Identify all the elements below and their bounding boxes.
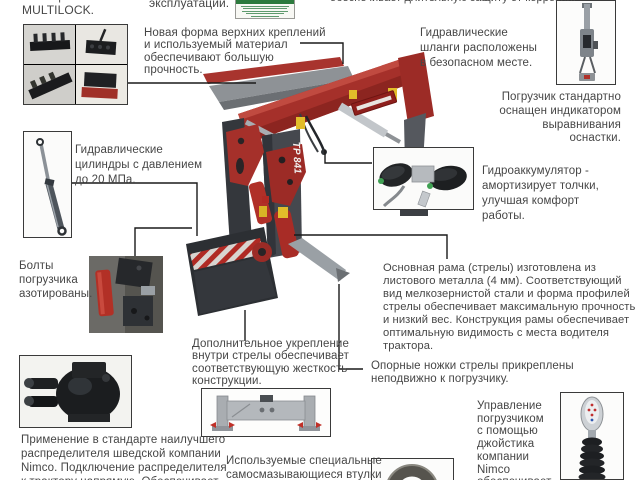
- callout-line-accumulator: [324, 150, 372, 164]
- certificate-sticker: [235, 0, 295, 19]
- certificate-sticker-header: [236, 0, 294, 4]
- annotation-indicator: Погрузчик стандартно оснащен индикатором…: [499, 91, 621, 145]
- annotation-multilock: помощью MULTILOCK.: [22, 0, 95, 17]
- callout-lines: [72, 42, 448, 370]
- photo-hydraulic-cylinder: [23, 131, 72, 238]
- photo-nitrided-bolts: [89, 256, 163, 333]
- callout-line-main-frame: [294, 234, 448, 259]
- annotation-hoses: Гидравлические шланги расположены в безо…: [420, 27, 538, 69]
- photo-nimco-distributor: [19, 355, 132, 428]
- callout-line-bolts: [134, 227, 192, 256]
- annotation-cylinders: Гидравлические цилиндры с давлением до 2…: [75, 144, 203, 186]
- photo-bushing: [371, 458, 454, 480]
- brand-sticker: [350, 90, 398, 116]
- annotation-main-frame: Основная рама (стрелы) изготовлена из ли…: [383, 262, 636, 352]
- photo-hydro-accumulator: [373, 147, 474, 210]
- loader-photo: TP 841: [186, 52, 434, 316]
- callout-line-support-legs: [338, 284, 363, 370]
- photo-joystick: [560, 392, 624, 480]
- annotation-accumulator: Гидроаккумулятор - амортизирует толчки, …: [482, 165, 599, 222]
- annotation-corrosion: обеспечивает длительную защиту от корроз…: [330, 0, 576, 5]
- callout-line-cylinders: [72, 182, 198, 236]
- annotation-distributor: Применение в стандарте наилучшего распре…: [21, 434, 227, 480]
- photo-multilock-connectors: [23, 24, 128, 105]
- annotation-operation: эксплуатации.: [149, 0, 230, 10]
- loader-model-label: TP 841: [290, 142, 303, 175]
- annotation-joystick: Управление погрузчиком с помощью джойсти…: [477, 400, 551, 480]
- photo-level-indicator: [556, 0, 616, 85]
- annotation-support-legs: Опорные ножки стрелы прикреплены неподви…: [371, 360, 574, 385]
- annotation-reinforcement: Дополнительное укрепление внутри стрелы …: [192, 338, 350, 387]
- annotation-upper-mounts: Новая форма верхних креплений и использу…: [144, 27, 326, 76]
- annotation-bolts: Болты погрузчика азотированы.: [19, 260, 93, 300]
- callout-line-upper-mounts: [300, 42, 344, 64]
- photo-stand-frame: [201, 388, 331, 437]
- annotation-bushings: Используемые специальные самосмазывающие…: [226, 455, 382, 480]
